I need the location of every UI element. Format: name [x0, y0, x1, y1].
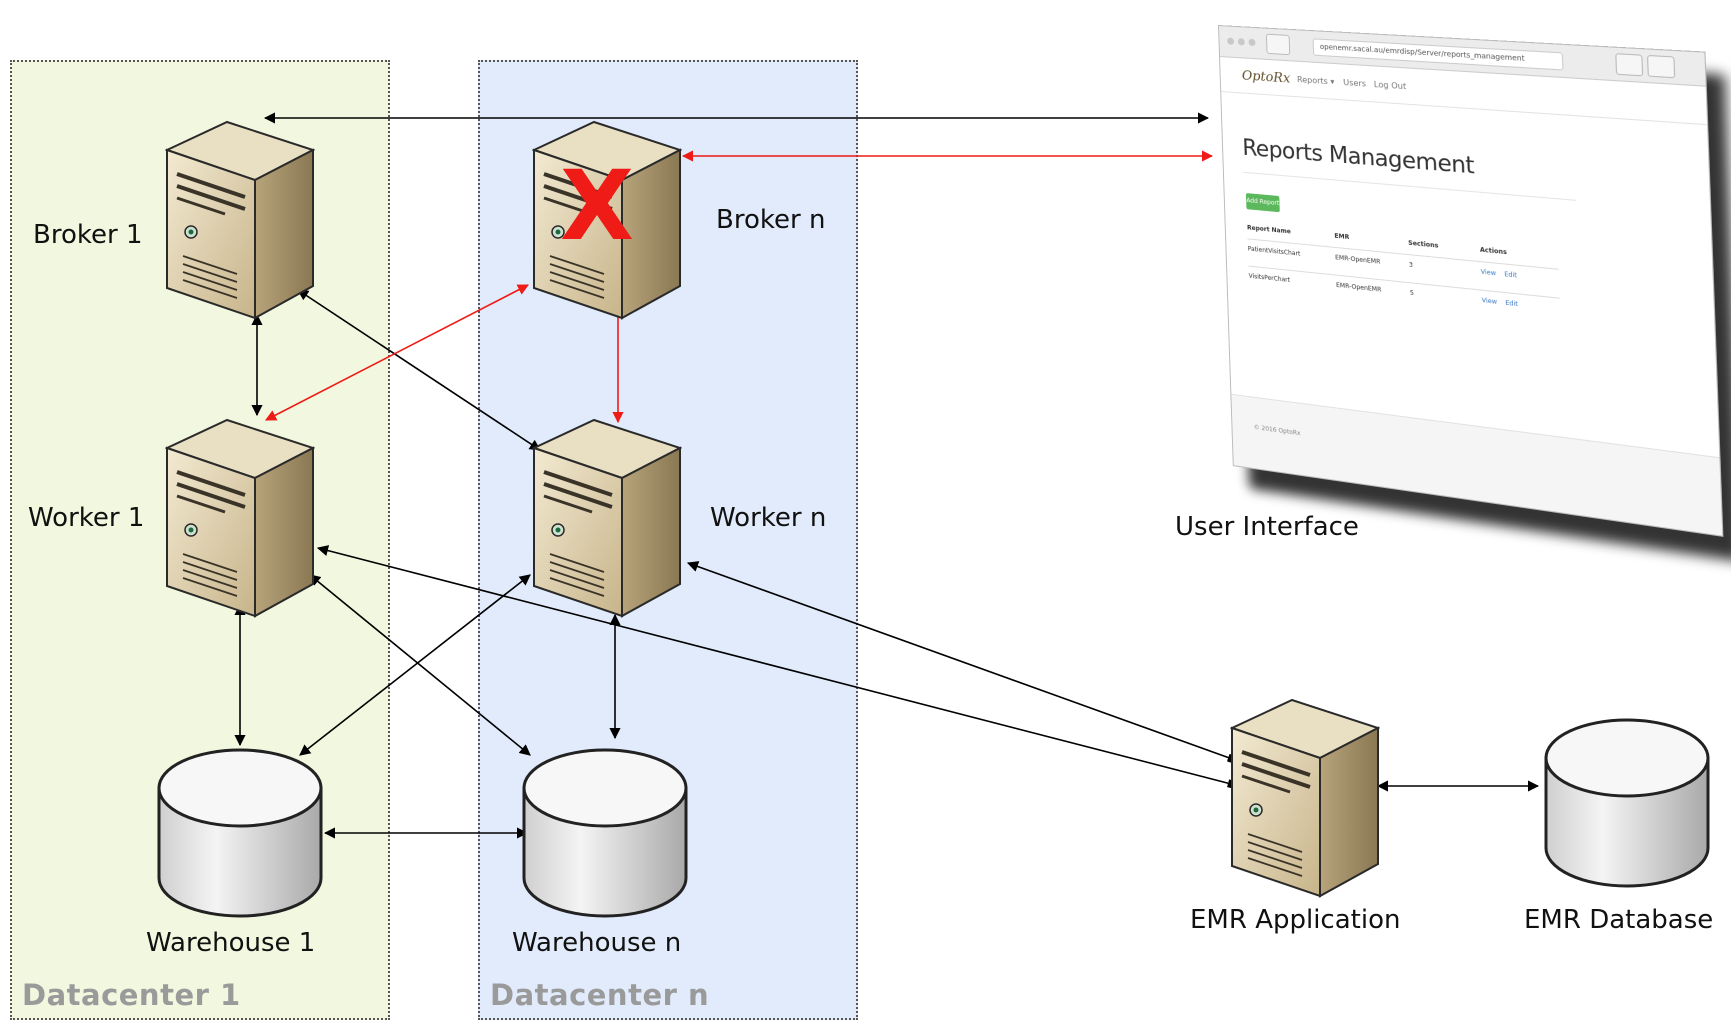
emr-database-label: EMR Database [1524, 905, 1714, 935]
worker-1-server-icon [165, 418, 315, 618]
datacenter-1-label: Datacenter 1 [22, 978, 241, 1012]
broker-n-server-icon [532, 120, 682, 320]
worker-n-label: Worker n [710, 503, 827, 533]
link-worker1-emr [316, 545, 1237, 790]
link-worker1-warehousen [309, 574, 531, 756]
warehouse-1-database-icon [157, 748, 323, 918]
worker-n-server-icon [532, 418, 682, 618]
warehouse-n-label: Warehouse n [512, 928, 682, 958]
worker-1-label: Worker 1 [28, 503, 145, 533]
emr-application-label: EMR Application [1190, 905, 1401, 935]
broker-n-label: Broker n [716, 205, 826, 235]
link-workern-warehouse1 [299, 574, 531, 756]
warehouse-n-database-icon [522, 748, 688, 918]
datacenter-n-label: Datacenter n [490, 978, 710, 1012]
warehouse-1-label: Warehouse 1 [146, 928, 316, 958]
emr-application-server-icon [1230, 698, 1380, 898]
failure-x-mark: X [560, 150, 635, 262]
broker-1-label: Broker 1 [33, 220, 143, 250]
link-broker1-workern [297, 289, 541, 451]
link-workern-emr [686, 561, 1238, 765]
user-interface-label: User Interface [1175, 512, 1359, 542]
emr-database-icon [1544, 718, 1710, 888]
failover-brokern-worker1 [265, 284, 529, 421]
broker-1-server-icon [165, 120, 315, 320]
